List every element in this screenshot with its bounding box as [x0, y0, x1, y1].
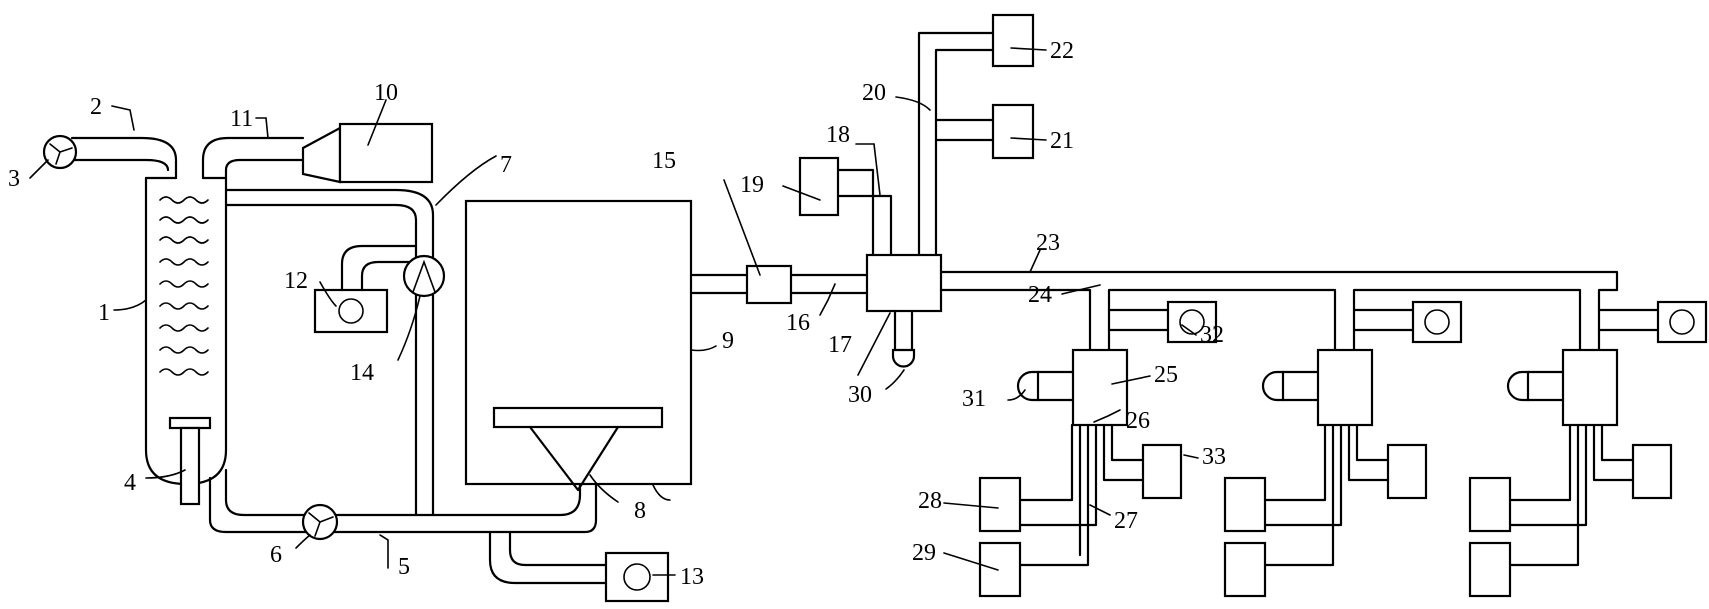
branch-unit-3: [1468, 300, 1708, 598]
label-13: 13: [680, 564, 704, 590]
label-22: 22: [1050, 38, 1074, 64]
leader-lines: [29, 47, 1199, 576]
fan-cone: [301, 126, 342, 184]
unit-29: [978, 541, 1022, 598]
hub-17: [798, 13, 1035, 368]
label-27: 27: [1114, 508, 1138, 534]
inlet-pipe-2: [42, 134, 178, 180]
pipe-5: [208, 468, 670, 603]
branch-unit-1: [978, 300, 1218, 598]
unit-13: [604, 551, 670, 603]
exhaust-pipe-11: [201, 122, 434, 184]
unit-33: [1141, 443, 1183, 500]
pump-14-icon: [402, 254, 446, 298]
label-30: 30: [848, 382, 872, 408]
pipe-16: [689, 264, 869, 305]
label-2: 2: [90, 94, 102, 120]
label-6: 6: [270, 542, 282, 568]
label-26: 26: [1126, 408, 1150, 434]
valve-31: [1016, 370, 1040, 402]
label-29: 29: [912, 540, 936, 566]
label-10: 10: [374, 80, 398, 106]
plate-8: [492, 406, 664, 429]
label-14: 14: [350, 360, 374, 386]
unit-28: [978, 476, 1022, 533]
tank-9: [464, 199, 693, 492]
label-19: 19: [740, 172, 764, 198]
label-4: 4: [124, 470, 136, 496]
label-23: 23: [1036, 230, 1060, 256]
valve-30: [891, 348, 916, 368]
label-20: 20: [862, 80, 886, 106]
fan-10: [338, 122, 434, 184]
label-17: 17: [828, 332, 852, 358]
label-18: 18: [826, 122, 850, 148]
label-21: 21: [1050, 128, 1074, 154]
main-pipe-23: [939, 270, 1619, 352]
unit-12: [313, 288, 389, 334]
label-33: 33: [1202, 444, 1226, 470]
label-12: 12: [284, 268, 308, 294]
heater-4: [168, 416, 212, 506]
label-8: 8: [634, 498, 646, 524]
pipe-7: [224, 188, 446, 517]
label-11: 11: [230, 106, 253, 132]
label-1: 1: [98, 300, 110, 326]
label-25: 25: [1154, 362, 1178, 388]
label-5: 5: [398, 554, 410, 580]
label-9: 9: [722, 328, 734, 354]
label-3: 3: [8, 166, 20, 192]
label-24: 24: [1028, 282, 1052, 308]
unit-15: [745, 264, 793, 305]
vessel-1: [144, 176, 228, 506]
unit-21: [991, 103, 1035, 160]
label-28: 28: [918, 488, 942, 514]
branch-unit-2: [1223, 300, 1463, 598]
label-32: 32: [1200, 322, 1224, 348]
filter-waves: [159, 196, 209, 376]
label-15: 15: [652, 148, 676, 174]
unit-32: [1166, 300, 1218, 344]
label-7: 7: [500, 152, 512, 178]
label-16: 16: [786, 310, 810, 336]
number-labels: 1 2 3 4 5 6 7 8 9 10 11 12 13 14 15 16 1…: [8, 38, 1226, 590]
unit-22: [991, 13, 1035, 68]
unit-19: [798, 156, 840, 217]
label-31: 31: [962, 386, 986, 412]
unit-25: [1071, 348, 1129, 427]
